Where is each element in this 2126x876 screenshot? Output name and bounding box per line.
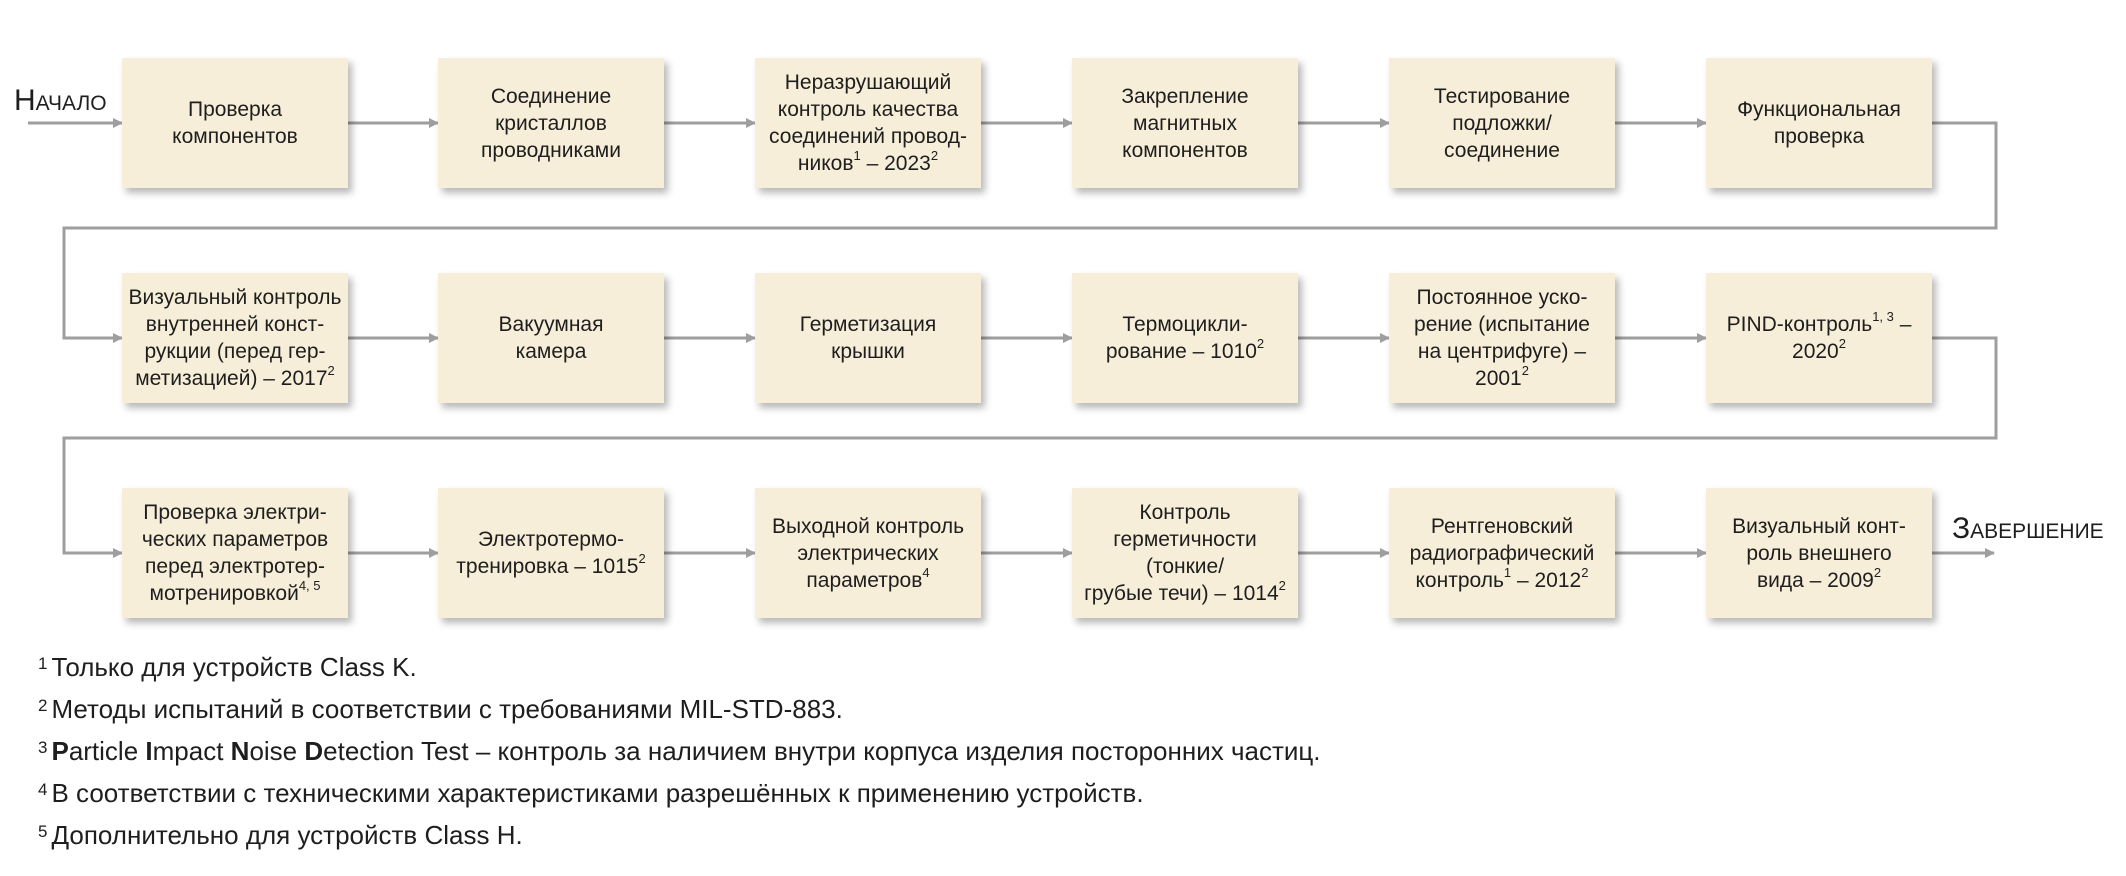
footnote-ref: 1 — [1503, 564, 1512, 580]
process-box: Контроль герметичности (тонкие/ грубые т… — [1072, 488, 1298, 618]
process-box-text: Герметизация крышки — [799, 313, 937, 363]
process-box: Проверка компонентов — [122, 58, 348, 188]
footnote-ref: 2 — [930, 148, 939, 163]
footnote-bold-letter: N — [230, 736, 250, 766]
footnote-mark: 4 — [38, 780, 48, 800]
process-box-label: Закрепление магнитных компонентов — [1115, 83, 1254, 164]
process-box: Рентгеновский радиографический контроль1… — [1389, 488, 1615, 618]
process-box-label: Контроль герметичности (тонкие/ грубые т… — [1078, 499, 1292, 607]
process-box-label: Рентгеновский радиографический контроль1… — [1404, 513, 1601, 594]
footnote-mark: 1 — [38, 654, 48, 674]
process-box: Герметизация крышки — [755, 273, 981, 403]
footnote-ref: 2 — [1838, 336, 1846, 351]
process-box-label: Соединение кристаллов проводниками — [475, 83, 627, 164]
footnote-text: В соответствии с техническими характерис… — [51, 778, 1144, 808]
process-box-label: Проверка компонентов — [166, 96, 304, 150]
process-box-label: Вакуумная камера — [493, 311, 610, 365]
process-box: Тестирование подложки/ соединение — [1389, 58, 1615, 188]
footnote-text: mpact — [152, 736, 231, 766]
process-box-text: Постоянное уско- рение (испытание на цен… — [1414, 286, 1590, 390]
connectors — [28, 118, 1998, 558]
process-box: Функциональная проверка — [1706, 58, 1932, 188]
process-box-text: Закрепление магнитных компонентов — [1121, 84, 1249, 162]
footnote-bold-letter: P — [51, 736, 69, 766]
footnote-ref: 2 — [1521, 363, 1529, 378]
footnote-mark: 2 — [38, 696, 48, 716]
process-box: Термоцикли- рование – 10102 — [1072, 273, 1298, 403]
process-box-label: Термоцикли- рование – 10102 — [1100, 311, 1270, 365]
process-box-text: Термоцикли- рование – 1010 — [1105, 313, 1257, 363]
process-box-label: Выходной контроль электрических параметр… — [766, 513, 970, 594]
process-box: Визуальный контроль внутренней конст- ру… — [122, 273, 348, 403]
process-box-text: Неразрушающий контроль качества соединен… — [769, 71, 967, 175]
process-box-text: Тестирование подложки/ соединение — [1433, 84, 1571, 162]
process-box-text: Вакуумная камера — [498, 313, 604, 363]
footnote-mark: 5 — [38, 822, 48, 842]
process-box: Соединение кристаллов проводниками — [438, 58, 664, 188]
process-box-text: Функциональная проверка — [1737, 98, 1901, 148]
footnote-bold-letter: I — [145, 736, 153, 766]
footnote-ref: 4 — [922, 564, 930, 580]
footnote-text: oise — [249, 736, 305, 766]
start-label: Начало — [14, 84, 107, 117]
process-box-text: – 2023 — [860, 152, 931, 175]
footnote-bold-letter: D — [304, 736, 324, 766]
process-box: Проверка электри- ческих параметров пере… — [122, 488, 348, 618]
process-box-label: Проверка электри- ческих параметров пере… — [136, 499, 334, 607]
process-box-text: PIND-контроль — [1726, 313, 1873, 336]
footnote-ref: 2 — [1581, 564, 1589, 580]
process-box: Неразрушающий контроль качества соединен… — [755, 58, 981, 188]
process-box-text: – 2012 — [1511, 568, 1582, 592]
process-box-label: Электротермо- тренировка – 10152 — [450, 526, 651, 580]
footnote-ref: 1, 3 — [1872, 309, 1894, 324]
footnote-mark: 3 — [38, 738, 48, 758]
process-box: PIND-контроль1, 3 – 20202 — [1706, 273, 1932, 403]
process-box-label: Визуальный контроль внутренней конст- ру… — [123, 284, 348, 392]
footnote-ref: 2 — [1256, 336, 1265, 351]
process-box-label: Постоянное уско- рение (испытание на цен… — [1408, 284, 1596, 392]
footnote-ref: 2 — [638, 551, 646, 566]
process-box-text: Проверка компонентов — [172, 98, 298, 148]
footnote-text: etection Test – контроль за наличием вну… — [323, 736, 1321, 766]
process-box-text: Проверка электри- ческих параметров пере… — [141, 501, 329, 605]
process-box-label: Тестирование подложки/ соединение — [1428, 83, 1576, 164]
process-box-label: Неразрушающий контроль качества соединен… — [763, 69, 973, 177]
process-box-label: Герметизация крышки — [794, 311, 943, 365]
process-box-text: Электротермо- тренировка – 1015 — [456, 528, 639, 578]
process-box-label: Визуальный конт- роль внешнего вида – 20… — [1726, 513, 1912, 594]
process-box-text: Визуальный конт- роль внешнего вида – 20… — [1732, 514, 1906, 592]
process-box-text: Контроль герметичности (тонкие/ грубые т… — [1084, 501, 1279, 605]
process-box-text: Рентгеновский радиографический контроль — [1409, 514, 1595, 592]
process-box-text: – 2020 — [1792, 313, 1912, 363]
footnote-text: Только для устройств Class K. — [51, 652, 417, 682]
process-box: Выходной контроль электрических параметр… — [755, 488, 981, 618]
process-box: Постоянное уско- рение (испытание на цен… — [1389, 273, 1615, 403]
process-box-text: Соединение кристаллов проводниками — [481, 84, 621, 162]
footnote-ref: 1 — [853, 148, 861, 163]
footnote-text: Дополнительно для устройств Class H. — [51, 820, 523, 850]
process-box-text: Выходной контроль электрических параметр… — [771, 514, 965, 592]
end-label: Завершение — [1952, 512, 2104, 545]
process-box: Вакуумная камера — [438, 273, 664, 403]
process-box: Визуальный конт- роль внешнего вида – 20… — [1706, 488, 1932, 618]
footnote-ref: 2 — [1278, 578, 1286, 593]
footnote-ref: 2 — [327, 363, 335, 378]
footnote-text: article — [68, 736, 146, 766]
process-box-label: PIND-контроль1, 3 – 20202 — [1721, 309, 1918, 365]
process-box: Электротермо- тренировка – 10152 — [438, 488, 664, 618]
footnote-text: Методы испытаний в соответствии с требов… — [51, 694, 843, 724]
process-box: Закрепление магнитных компонентов — [1072, 58, 1298, 188]
footnote-ref: 4, 5 — [298, 578, 321, 593]
wrap-arrow — [62, 336, 1998, 558]
process-box-text: Визуальный контроль внутренней конст- ру… — [128, 286, 342, 390]
process-box-label: Функциональная проверка — [1731, 96, 1907, 150]
wrap-arrow — [62, 121, 1998, 343]
footnote-ref: 2 — [1873, 564, 1882, 580]
